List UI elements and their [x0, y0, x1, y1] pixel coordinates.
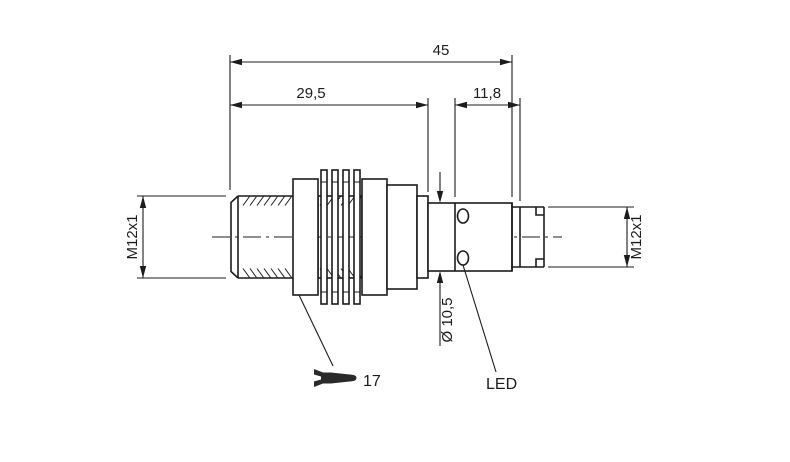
dimension-overall-length: 45 [229, 42, 513, 197]
hex-nut-front [292, 178, 319, 296]
thread-size-right-label: M12x1 [628, 214, 645, 259]
overall-length-label: 45 [433, 42, 450, 59]
thread-length-label: 29,5 [296, 85, 325, 102]
housing-diameter-label: Ø 10,5 [439, 297, 456, 342]
wrench-icon [314, 369, 357, 387]
dimension-thread-length: 29,5 [230, 85, 429, 192]
thread-barrel-left [230, 195, 293, 279]
led-label: LED [486, 376, 517, 393]
thread-hatch-left [242, 196, 292, 278]
dimension-thread-left: M12x1 [124, 195, 226, 279]
wrench-callout: 17 [298, 294, 381, 390]
led-hole-top [456, 208, 470, 224]
dimension-housing-diameter: Ø 10,5 [436, 172, 456, 346]
connector-plug [511, 203, 545, 271]
rear-housing [427, 202, 513, 272]
connector-length-label: 11,8 [473, 85, 501, 102]
thread-size-left-label: M12x1 [124, 214, 141, 259]
led-callout: LED [462, 264, 517, 393]
wrench-size-label: 17 [363, 373, 381, 390]
dimension-thread-right: M12x1 [548, 206, 645, 268]
body-neck [416, 195, 429, 279]
hex-nut-rear [361, 178, 388, 296]
lock-washers [320, 169, 361, 305]
sensor-body [230, 169, 545, 305]
dimension-connector-length: 11,8 [454, 85, 521, 201]
body-ring [386, 184, 418, 290]
